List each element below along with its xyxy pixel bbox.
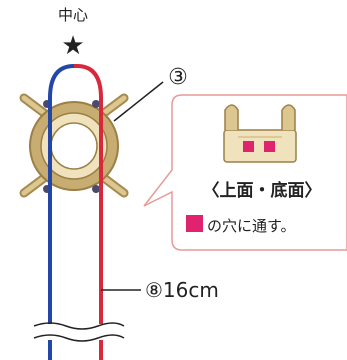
center-star-icon: ★ (61, 31, 84, 61)
callout-note: の穴に通す。 (207, 217, 296, 235)
ring-spoke-bottom-left (19, 173, 49, 198)
red-wire (74, 64, 103, 324)
part-leader-line (113, 81, 164, 122)
hole-marker-right (264, 141, 275, 152)
blue-wire (48, 64, 77, 324)
callout-title: 〈上面・底面〉 (203, 180, 322, 201)
center-label: 中心 (58, 6, 88, 24)
break-mark-lower (33, 334, 125, 342)
cord-length-label: ⑧16cm (145, 278, 219, 302)
ring-bead (19, 93, 129, 198)
part-number-label: ③ (168, 65, 188, 90)
break-mark-upper (33, 322, 125, 330)
hole-marker-left (243, 141, 254, 152)
ring-spoke-top-left (19, 93, 49, 118)
ring-hole-bottom-right (92, 185, 100, 193)
ring-spoke-bottom-right (99, 173, 129, 198)
ring-hole-top-right (92, 100, 100, 108)
ring-spoke-top-right (99, 93, 129, 118)
legend-pink-square (186, 215, 203, 232)
bead-topview-illustration (223, 104, 297, 163)
ring-hole (50, 122, 98, 170)
callout-box: 〈上面・底面〉 の穴に通す。 (143, 94, 347, 251)
